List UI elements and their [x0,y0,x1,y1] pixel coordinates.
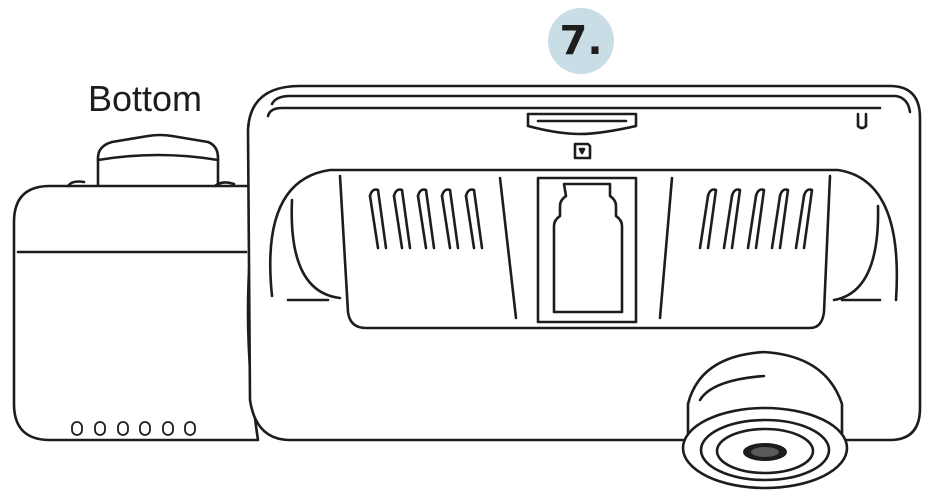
side-knob [96,133,220,190]
view-label: Bottom [88,78,203,119]
memory-card-icon [573,142,592,160]
side-cylinder [12,180,260,442]
rear-lens [681,350,849,490]
memory-card-slot [526,112,638,136]
mount-slot [536,176,638,324]
vent-housing [268,168,899,330]
step-number: 7. [559,18,603,64]
side-holes [71,421,196,436]
vent-slots-right [698,188,814,250]
main-body [246,84,922,442]
step-number-badge: 7. [548,8,614,74]
vent-slots-left [368,188,484,250]
